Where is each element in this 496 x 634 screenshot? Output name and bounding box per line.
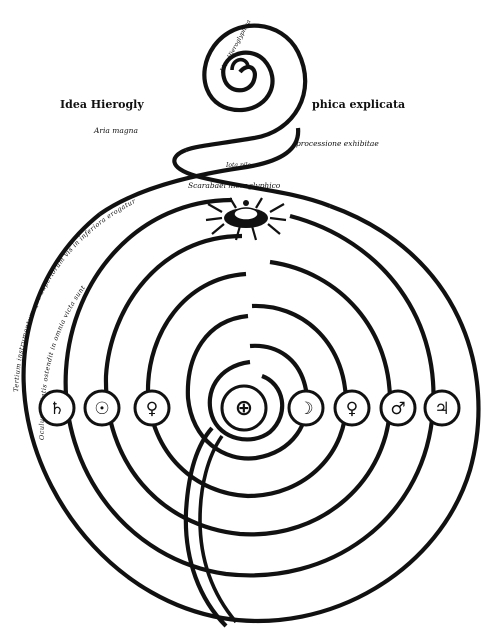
planet-mars: ♂ [379, 389, 417, 427]
label-phica: phica explicata [312, 98, 405, 111]
label-scarabaei: Scarabaei hieroglyphico [188, 181, 281, 190]
planet-sun: ☉ [83, 389, 121, 427]
label-processione: processione exhibitae [296, 139, 379, 148]
planet-moon: ☽ [287, 389, 325, 427]
venus-icon: ♀ [146, 399, 158, 419]
label-iota: Iota pilo [225, 162, 252, 169]
moon-icon: ☽ [298, 399, 313, 419]
label-aria-magna: Aria magna [93, 126, 138, 135]
planet-earth: ⊕ [220, 384, 268, 432]
venus-icon: ♀ [346, 399, 358, 419]
connecting-loop [98, 127, 331, 216]
scarab-icon [205, 197, 287, 241]
descending-tail [183, 426, 238, 628]
sun-icon: ☉ [94, 399, 109, 419]
planet-saturn: ♄ [38, 389, 76, 427]
planet-venus-right: ♀ [333, 389, 371, 427]
labels: Idea Hierogly phica explicata Aria magna… [60, 18, 405, 190]
planets-row: ♄ ☉ ♀ ⊕ ☽ ♀ ♂ ♃ [38, 384, 461, 432]
label-idea: Idea Hierogly [60, 98, 144, 111]
earth-icon: ⊕ [235, 396, 253, 421]
top-spiral [185, 23, 308, 152]
planet-venus-left: ♀ [133, 389, 171, 427]
saturn-icon: ♄ [49, 399, 64, 419]
planet-jupiter: ♃ [423, 389, 461, 427]
jupiter-icon: ♃ [434, 399, 449, 419]
outer-rings [21, 197, 481, 624]
mars-icon: ♂ [390, 399, 405, 419]
